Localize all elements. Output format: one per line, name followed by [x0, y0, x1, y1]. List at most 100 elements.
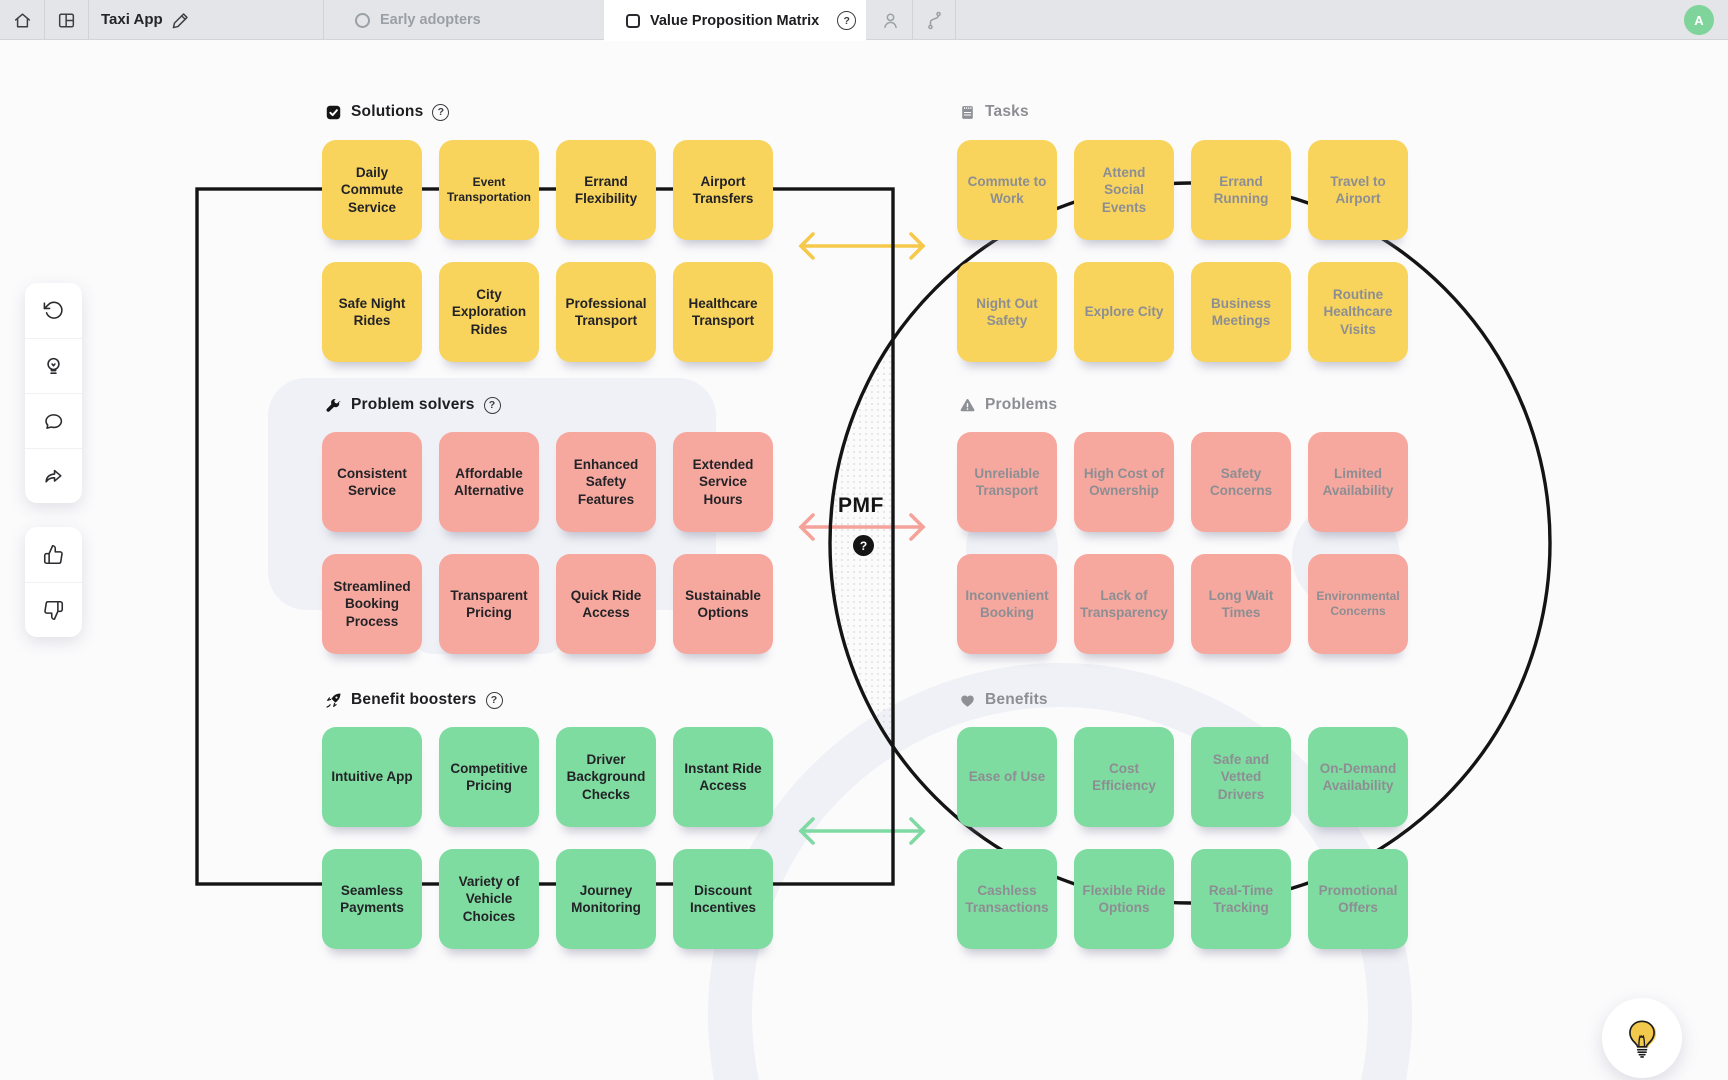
sticky-note-sustainable-options[interactable]: Sustainable Options — [673, 554, 773, 654]
square-icon — [626, 13, 640, 28]
separator — [323, 0, 324, 39]
customer-profile-circle — [828, 181, 1552, 905]
sticky-note-seamless-payments[interactable]: Seamless Payments — [322, 849, 422, 949]
tab-early-adopters[interactable]: Early adopters — [323, 0, 604, 40]
idea-button[interactable] — [25, 338, 82, 393]
canvas-toolbar — [25, 283, 82, 503]
boosters-benefits-arrow — [798, 817, 926, 845]
sticky-note-environmental-concerns[interactable]: Environmental Concerns — [1308, 554, 1408, 654]
home-icon — [14, 12, 30, 28]
checkbox-icon — [325, 104, 342, 121]
sticky-note-healthcare-transport[interactable]: Healthcare Transport — [673, 262, 773, 362]
sticky-note-errand-running[interactable]: Errand Running — [1191, 140, 1291, 240]
section-title: Solutions — [351, 103, 424, 120]
route-button[interactable] — [916, 0, 952, 40]
sticky-note-discount-incentives[interactable]: Discount Incentives — [673, 849, 773, 949]
sticky-note-event-transportation[interactable]: Event Transportation — [439, 140, 539, 240]
sticky-note-variety-of-vehicle-choices[interactable]: Variety of Vehicle Choices — [439, 849, 539, 949]
share-icon — [45, 469, 62, 483]
share-button[interactable] — [25, 448, 82, 503]
topbar: Taxi App Early adopters Value Propositio… — [0, 0, 1728, 41]
separator — [44, 0, 45, 39]
pmf-label: PMF — [838, 494, 884, 517]
sticky-note-affordable-alternative[interactable]: Affordable Alternative — [439, 432, 539, 532]
sticky-note-night-out-safety[interactable]: Night Out Safety — [957, 262, 1057, 362]
sticky-note-consistent-service[interactable]: Consistent Service — [322, 432, 422, 532]
sticky-note-explore-city[interactable]: Explore City — [1074, 262, 1174, 362]
app-title: Taxi App — [101, 11, 163, 28]
tab-label: Early adopters — [380, 12, 481, 28]
sticky-note-cost-efficiency[interactable]: Cost Efficiency — [1074, 727, 1174, 827]
sticky-note-safety-concerns[interactable]: Safety Concerns — [1191, 432, 1291, 532]
help-icon[interactable]: ? — [483, 396, 501, 414]
thumbs-up-button[interactable] — [25, 527, 82, 582]
heart-icon — [959, 692, 976, 709]
sticky-note-professional-transport[interactable]: Professional Transport — [556, 262, 656, 362]
tab-label: Value Proposition Matrix — [650, 12, 820, 29]
sticky-note-on-demand-availability[interactable]: On-Demand Availability — [1308, 727, 1408, 827]
sticky-note-driver-background-checks[interactable]: Driver Background Checks — [556, 727, 656, 827]
sticky-note-lack-of-transparency[interactable]: Lack of Transparency — [1074, 554, 1174, 654]
section-title: Tasks — [985, 103, 1029, 120]
section-header-benefit-boosters: Benefit boosters? — [325, 689, 503, 711]
sticky-note-long-wait-times[interactable]: Long Wait Times — [1191, 554, 1291, 654]
sticky-note-high-cost-of-ownership[interactable]: High Cost of Ownership — [1074, 432, 1174, 532]
sticky-note-limited-availability[interactable]: Limited Availability — [1308, 432, 1408, 532]
profile-button[interactable] — [872, 0, 908, 40]
sticky-note-inconvenient-booking[interactable]: Inconvenient Booking — [957, 554, 1057, 654]
tab-value-proposition-matrix[interactable]: Value Proposition Matrix ? — [604, 0, 866, 41]
sticky-note-travel-to-airport[interactable]: Travel to Airport — [1308, 140, 1408, 240]
thumbs-down-button[interactable] — [25, 582, 82, 637]
pmf-help-icon[interactable]: ? — [853, 535, 874, 556]
help-icon[interactable]: ? — [432, 103, 450, 121]
thumbs-down-icon — [44, 600, 64, 620]
comment-button[interactable] — [25, 393, 82, 448]
sticky-note-real-time-tracking[interactable]: Real-Time Tracking — [1191, 849, 1291, 949]
value-map-rectangle — [195, 187, 895, 886]
sticky-note-enhanced-safety-features[interactable]: Enhanced Safety Features — [556, 432, 656, 532]
sticky-note-flexible-ride-options[interactable]: Flexible Ride Options — [1074, 849, 1174, 949]
solvers-problems-arrow — [798, 513, 926, 541]
sticky-note-promotional-offers[interactable]: Promotional Offers — [1308, 849, 1408, 949]
thumbs-up-icon — [43, 544, 63, 565]
section-title: Benefits — [985, 691, 1048, 708]
sticky-note-transparent-pricing[interactable]: Transparent Pricing — [439, 554, 539, 654]
sticky-note-competitive-pricing[interactable]: Competitive Pricing — [439, 727, 539, 827]
sticky-note-unreliable-transport[interactable]: Unreliable Transport — [957, 432, 1057, 532]
clipboard-icon — [959, 104, 976, 121]
person-icon — [883, 12, 897, 28]
sticky-note-attend-social-events[interactable]: Attend Social Events — [1074, 140, 1174, 240]
sticky-note-intuitive-app[interactable]: Intuitive App — [322, 727, 422, 827]
sticky-note-instant-ride-access[interactable]: Instant Ride Access — [673, 727, 773, 827]
section-header-problems: Problems — [959, 394, 1057, 416]
section-header-tasks: Tasks — [959, 101, 1029, 123]
help-icon[interactable]: ? — [485, 691, 503, 709]
sticky-note-ease-of-use[interactable]: Ease of Use — [957, 727, 1057, 827]
sticky-note-routine-healthcare-visits[interactable]: Routine Healthcare Visits — [1308, 262, 1408, 362]
sticky-note-city-exploration-rides[interactable]: City Exploration Rides — [439, 262, 539, 362]
sticky-note-quick-ride-access[interactable]: Quick Ride Access — [556, 554, 656, 654]
sticky-note-extended-service-hours[interactable]: Extended Service Hours — [673, 432, 773, 532]
sticky-note-journey-monitoring[interactable]: Journey Monitoring — [556, 849, 656, 949]
sticky-note-airport-transfers[interactable]: Airport Transfers — [673, 140, 773, 240]
warning-icon — [959, 397, 976, 414]
section-title: Problem solvers — [351, 396, 475, 413]
sticky-note-safe-night-rides[interactable]: Safe Night Rides — [322, 262, 422, 362]
sticky-note-errand-flexibility[interactable]: Errand Flexibility — [556, 140, 656, 240]
sticky-note-commute-to-work[interactable]: Commute to Work — [957, 140, 1057, 240]
feedback-toolbar — [25, 527, 82, 637]
home-button[interactable] — [4, 0, 40, 40]
sticky-note-safe-and-vetted-drivers[interactable]: Safe and Vetted Drivers — [1191, 727, 1291, 827]
sticky-note-streamlined-booking-process[interactable]: Streamlined Booking Process — [322, 554, 422, 654]
lightbulb-icon — [47, 357, 60, 374]
assistant-bulb-button[interactable] — [1602, 998, 1682, 1078]
sticky-note-daily-commute-service[interactable]: Daily Commute Service — [322, 140, 422, 240]
help-icon[interactable]: ? — [837, 11, 857, 30]
restart-button[interactable] — [25, 283, 82, 338]
sticky-note-cashless-transactions[interactable]: Cashless Transactions — [957, 849, 1057, 949]
edit-title-button[interactable] — [162, 0, 198, 40]
sticky-note-business-meetings[interactable]: Business Meetings — [1191, 262, 1291, 362]
board-button[interactable] — [48, 0, 84, 40]
avatar[interactable]: A — [1684, 5, 1714, 35]
